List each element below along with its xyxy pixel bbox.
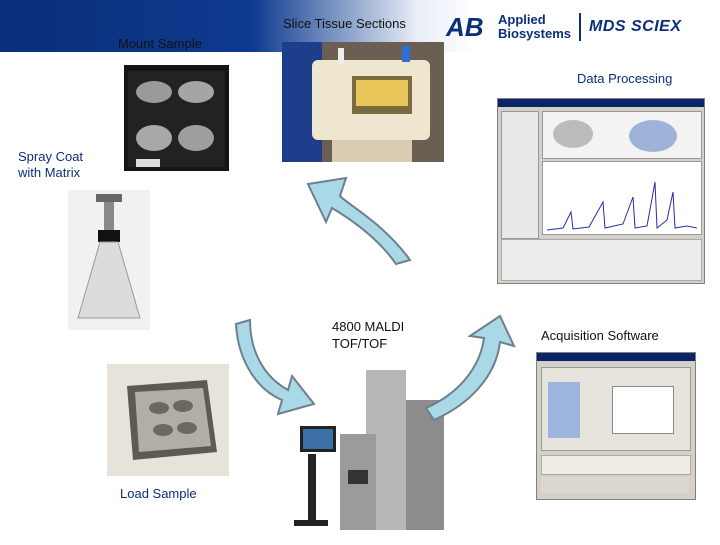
cryostat-image xyxy=(282,42,444,162)
workflow-arrow-top xyxy=(306,176,412,266)
image-panel xyxy=(542,111,702,159)
brand-name: Applied Biosystems xyxy=(498,12,571,41)
spectrum-panel xyxy=(542,161,702,235)
mounted-slide-photo xyxy=(124,65,229,171)
maldi-plate-photo xyxy=(107,364,229,476)
window-titlebar xyxy=(537,353,695,361)
maldi-instrument-image xyxy=(294,370,444,530)
label-slice-tissue: Slice Tissue Sections xyxy=(283,16,406,31)
label-mount-sample: Mount Sample xyxy=(118,36,202,51)
brain-sections-image xyxy=(128,71,225,167)
sprayer-image xyxy=(77,194,141,319)
partner-logo: MDS SCIEX xyxy=(588,18,682,35)
acquisition-software-window xyxy=(536,352,696,500)
label-spray-coat: Spray Coat with Matrix xyxy=(18,149,84,180)
workflow-arrow-left xyxy=(234,318,316,416)
label-data-processing: Data Processing xyxy=(577,71,673,86)
data-processing-window xyxy=(497,98,705,284)
label-maldi: 4800 MALDI TOF/TOF xyxy=(332,319,405,351)
control-panel xyxy=(501,111,539,239)
acquisition-panel xyxy=(541,367,691,451)
window-titlebar xyxy=(498,99,704,107)
maldi-instrument-photo xyxy=(288,360,448,540)
sprayer-photo xyxy=(68,190,150,330)
results-table xyxy=(501,239,702,281)
cryostat-photo xyxy=(282,42,444,162)
ab-logo-mark: AB xyxy=(446,12,484,42)
label-load-sample: Load Sample xyxy=(120,486,197,501)
workflow-arrow-right xyxy=(424,314,516,422)
company-logo: AB Applied Biosystems MDS SCIEX xyxy=(446,10,682,44)
label-acquisition-software: Acquisition Software xyxy=(541,328,659,343)
mass-spectrum-plot xyxy=(546,181,698,231)
maldi-plate-image xyxy=(127,380,217,460)
logo-separator xyxy=(578,13,581,41)
